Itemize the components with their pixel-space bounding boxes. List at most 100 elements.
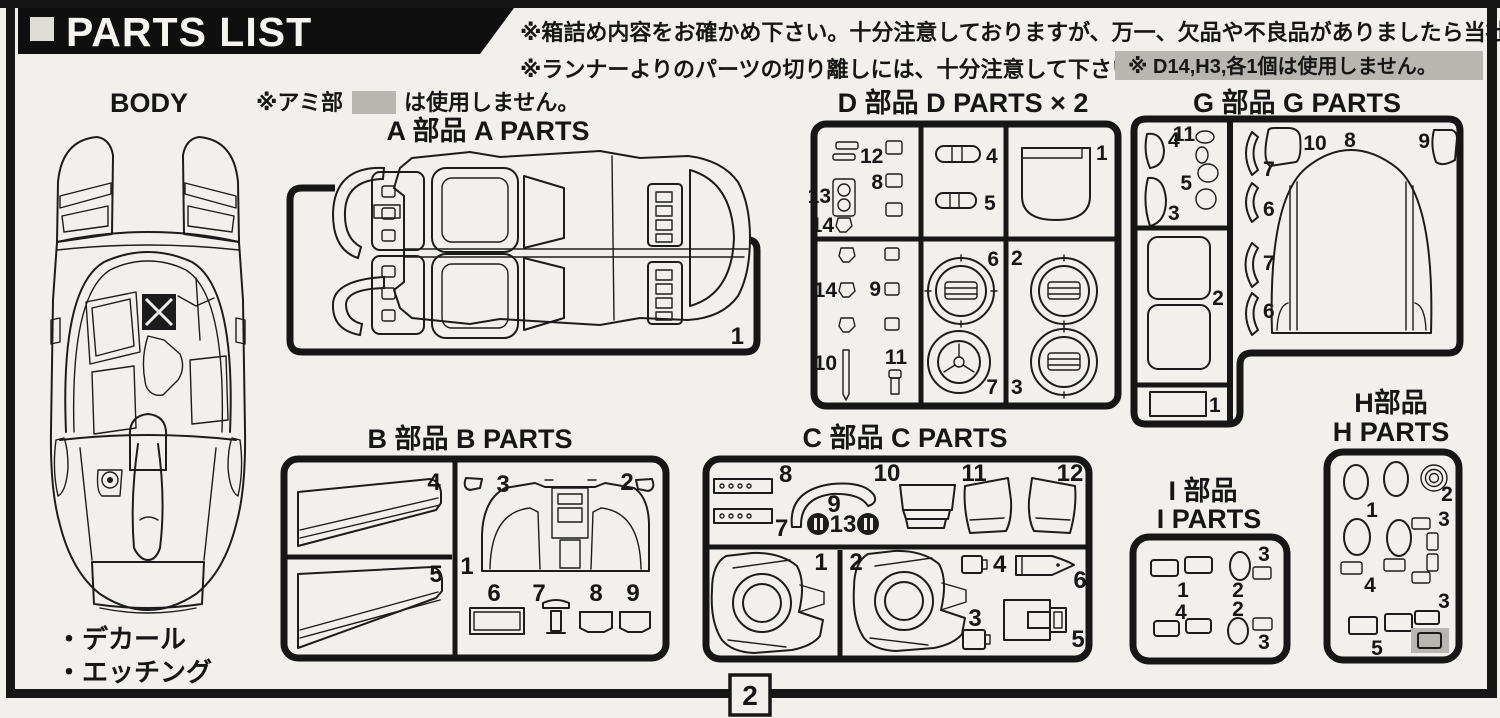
page-title: PARTS LIST [66,9,312,55]
c-part-6 [1015,555,1075,576]
g-num-2: 2 [1212,287,1224,310]
h-part-4 [1340,558,1406,575]
b-part-9 [619,611,651,633]
c-part-8 [713,478,773,494]
i-num-2-bottom: 2 [1232,598,1244,621]
d-part-8 [885,140,903,217]
h-parts-box [1323,448,1463,664]
b-num-8: 8 [589,580,602,607]
mesh-swatch-icon [352,91,396,114]
mesh-note-prefix: ※アミ部 [256,90,343,115]
i-part-2-top [1229,551,1251,581]
g-part-2 [1147,236,1211,370]
c-part-7 [713,508,773,524]
g-parts-dividers-h [1137,225,1227,388]
i-parts-section: I 部品 I PARTS 1 4 2 2 3 3 [1129,475,1291,665]
c-part-3 [962,629,991,650]
h-unused-part [1411,628,1449,653]
b-parts-dividers [287,462,458,655]
i-part-1 [1150,556,1213,577]
b-num-5: 5 [429,561,442,588]
g-num-6a: 6 [1263,198,1275,221]
d-num-1: 1 [1096,142,1108,165]
d-num-14-top: 14 [811,214,835,237]
body-note-decal: ・デカール [56,624,186,654]
g-part-5 [1195,146,1219,210]
header-banner: PARTS LIST [18,8,514,55]
notice-line1: ※箱詰め内容をお確かめ下さい。十分注意しておりますが、万一、欠品や不良品がありま… [520,20,1500,45]
b-part-2 [635,478,655,492]
d-part-10 [842,349,850,401]
b-num-7: 7 [532,580,545,607]
d-parts-title: D 部品 D PARTS × 2 [838,87,1089,118]
g-part-10 [1264,127,1302,167]
h-parts-title-jp: H部品 [1354,387,1428,418]
c-num-3: 3 [968,605,981,632]
c-num-8: 8 [779,461,792,488]
g-parts-box [1130,115,1464,428]
body-note-etching: ・エッチング [56,657,212,687]
highlight-note-background [1115,51,1483,80]
page-number-box [728,673,772,717]
c-num-1: 1 [814,549,827,576]
d-num-12: 12 [860,145,883,168]
banner-background [18,8,514,54]
h-parts-section: H部品 H PARTS 1 2 3 4 5 3 [1323,387,1463,664]
d-num-14-bottom: 14 [814,279,838,302]
h-num-2: 2 [1441,483,1453,506]
g-num-8: 8 [1344,129,1356,152]
c-num-6: 6 [1073,567,1086,594]
g-num-7b: 7 [1263,252,1275,275]
g-num-3: 3 [1168,202,1180,225]
g-num-4: 4 [1168,129,1180,152]
c-num-5: 5 [1071,626,1084,653]
b-parts-box [280,455,670,662]
c-parts-title: C 部品 C PARTS [802,422,1007,453]
b-num-9: 9 [626,580,639,607]
g-parts-section: G 部品 G PARTS 4 11 5 3 2 1 7 6 7 [1130,87,1464,428]
g-part-9 [1431,129,1458,166]
i-num-2-top: 2 [1232,579,1244,602]
c-part-1-wheelhouse [710,551,825,654]
d-num-8: 8 [871,171,883,194]
d-parts-box [810,120,1122,410]
d-part-5 [935,192,977,209]
c-parts-dividers [709,544,1086,656]
g-num-9: 9 [1418,130,1430,153]
c-part-9 [790,482,877,528]
c-part-2-wheelhouse [852,549,967,652]
c-num-4: 4 [993,551,1007,578]
i-part-3-top [1252,566,1272,580]
c-parts-section: C 部品 C PARTS 8 7 9 13 10 11 [702,422,1093,663]
d-part-9 [884,247,900,331]
body-section: BODY [49,88,247,687]
banner-square-icon [30,17,54,41]
i-num-3-top: 3 [1258,543,1270,566]
b-part-1-firewall [481,479,650,572]
footer: 2 [728,673,772,717]
h-parts-title-en: H PARTS [1333,417,1450,447]
h-num-5: 5 [1371,637,1383,660]
a-parts-title: A 部品 A PARTS [386,115,589,146]
d-num-13: 13 [808,185,831,208]
a-part-number: 1 [731,323,744,350]
c-part-13 [807,513,879,535]
d-part-3-wheel [1030,325,1098,399]
b-part-6 [469,607,525,635]
d-part-14-top [835,217,853,233]
d-part-1 [1021,147,1091,221]
i-part-3-bottom [1252,617,1273,631]
g-num-7a: 7 [1263,158,1275,181]
g-part-8-windshield [1270,149,1433,334]
g-part-1 [1149,391,1207,417]
d-part-7-wheel [927,330,991,394]
h-num-1: 1 [1366,499,1378,522]
i-part-2-bottom [1227,617,1249,645]
c-part-4 [961,555,988,574]
d-parts-section: D 部品 D PARTS × 2 12 8 13 14 4 5 [808,87,1122,410]
i-part-4 [1153,618,1212,637]
d-parts-dividers [817,127,1115,403]
notice-line2: ※ランナーよりのパーツの切り離しには、十分注意して下さい。 [520,57,1156,82]
g-part-11 [1195,130,1215,144]
